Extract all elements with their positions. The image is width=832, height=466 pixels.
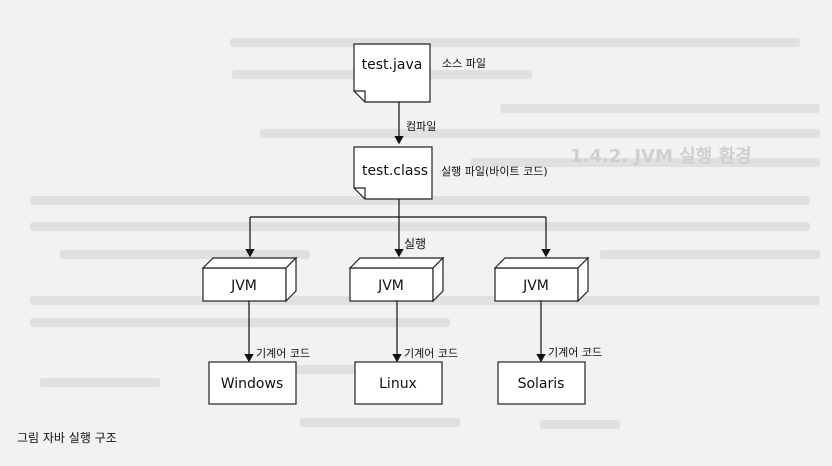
jvm-box-2 xyxy=(348,256,445,303)
os-label-solaris: Solaris xyxy=(518,376,565,392)
machine-code-label-2: 기계어 코드 xyxy=(404,347,458,360)
os-label-windows: Windows xyxy=(221,376,284,392)
source-file-node xyxy=(353,43,431,103)
jvm-label-1: JVM xyxy=(230,278,257,294)
figure-caption: 그림 자바 실행 구조 xyxy=(17,431,117,445)
jvm-label-2: JVM xyxy=(377,278,404,294)
class-file-label: 실행 파일(바이트 코드) xyxy=(441,164,548,178)
jvm-label-3: JVM xyxy=(522,278,549,294)
class-file-name: test.class xyxy=(362,163,428,179)
jvm-box-3 xyxy=(493,256,590,303)
jvm-box-1 xyxy=(201,256,298,303)
compile-label: 컴파일 xyxy=(406,119,436,133)
os-box-linux xyxy=(354,361,443,405)
machine-code-arrows xyxy=(244,301,546,363)
machine-code-label-3: 기계어 코드 xyxy=(548,346,602,359)
os-label-linux: Linux xyxy=(379,376,417,392)
source-file-name: test.java xyxy=(362,57,423,73)
os-box-solaris xyxy=(497,361,586,405)
machine-code-label-1: 기계어 코드 xyxy=(256,347,310,360)
os-box-windows xyxy=(208,361,297,405)
run-branch xyxy=(245,199,551,258)
run-label: 실행 xyxy=(404,236,426,251)
source-file-label: 소스 파일 xyxy=(442,56,486,70)
